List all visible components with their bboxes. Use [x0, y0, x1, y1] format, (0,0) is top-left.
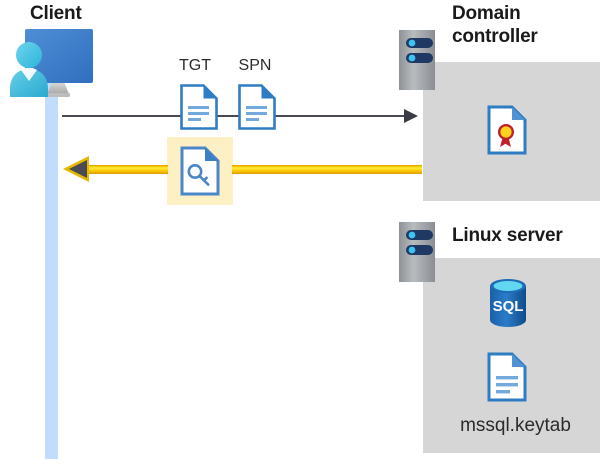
certificate-document-icon [487, 105, 527, 160]
service-ticket-key-document-icon [180, 146, 220, 201]
request-arrowhead-icon [404, 109, 418, 123]
spn-label: SPN [238, 57, 272, 74]
server-rack-icon [399, 30, 435, 95]
domain-controller-title: Domain controller [452, 3, 538, 47]
tgt-document-icon [180, 84, 218, 135]
client-title: Client [30, 3, 82, 24]
server-rack-icon [399, 222, 435, 287]
keytab-file-label: mssql.keytab [460, 415, 571, 436]
tgt-label: TGT [179, 57, 211, 74]
sql-database-label: SQL [493, 298, 524, 315]
request-connector-line [62, 115, 410, 117]
user-monitor-icon [4, 25, 110, 108]
response-arrowhead-icon [69, 160, 87, 178]
response-connector-line-right [232, 165, 422, 174]
sql-database-icon: SQL [487, 278, 529, 333]
response-connector-line-left [88, 165, 168, 174]
spn-document-icon [238, 84, 276, 135]
keytab-document-icon [487, 352, 527, 407]
linux-server-title: Linux server [452, 225, 563, 246]
client-lifeline-band [45, 60, 58, 459]
